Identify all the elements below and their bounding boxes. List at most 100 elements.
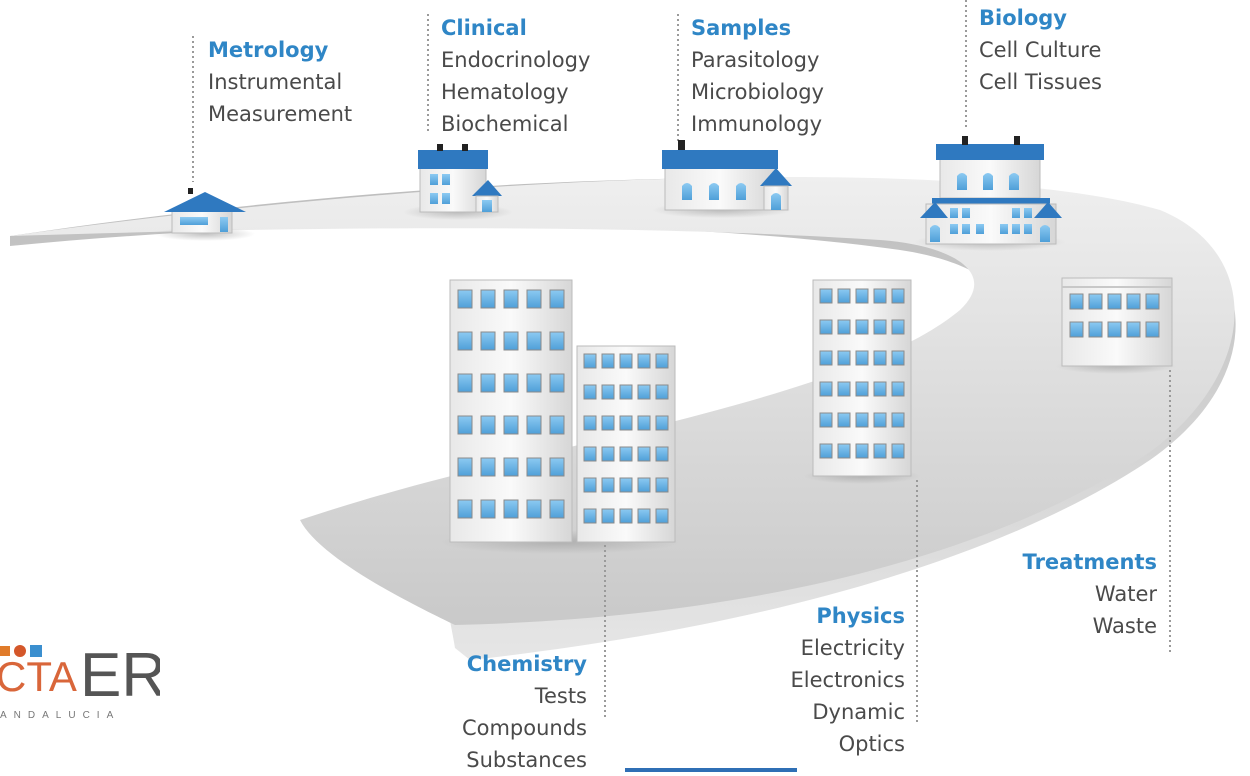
window <box>1088 321 1103 338</box>
bottom-accent-bar <box>625 768 797 772</box>
label-treatments-item: Waste <box>1092 614 1157 638</box>
label-clinical: Clinical Endocrinology Hematology Bioche… <box>441 12 590 140</box>
window <box>1069 293 1084 310</box>
window <box>549 373 565 393</box>
label-samples-item: Immunology <box>691 112 823 136</box>
label-biology-item: Cell Culture <box>979 38 1102 62</box>
road <box>10 176 1236 660</box>
label-samples-item: Parasitology <box>691 48 820 72</box>
window <box>873 412 887 428</box>
window <box>891 288 905 304</box>
label-metrology-item: Measurement <box>208 102 353 126</box>
tower-physics <box>812 279 912 477</box>
window <box>503 457 519 477</box>
window <box>619 415 633 431</box>
window <box>855 319 869 335</box>
window <box>873 288 887 304</box>
window <box>819 288 833 304</box>
window <box>601 384 615 400</box>
window <box>526 373 542 393</box>
building-biology <box>920 136 1062 245</box>
window <box>819 381 833 397</box>
window <box>526 415 542 435</box>
window <box>1145 321 1160 338</box>
window <box>655 446 669 462</box>
window <box>637 353 651 369</box>
window <box>837 443 851 459</box>
window <box>457 457 473 477</box>
label-metrology-item: Instrumental <box>208 70 343 94</box>
window <box>891 319 905 335</box>
window <box>637 508 651 524</box>
window <box>503 331 519 351</box>
label-samples-item: Microbiology <box>691 80 824 104</box>
window <box>526 499 542 519</box>
label-metrology-title: Metrology <box>208 38 329 62</box>
window <box>873 443 887 459</box>
window <box>480 289 496 309</box>
window <box>549 415 565 435</box>
window <box>549 499 565 519</box>
window <box>655 353 669 369</box>
window <box>637 477 651 493</box>
window <box>457 331 473 351</box>
window <box>1069 321 1084 338</box>
window <box>891 443 905 459</box>
window <box>819 350 833 366</box>
window <box>549 331 565 351</box>
window <box>873 319 887 335</box>
window <box>526 331 542 351</box>
window <box>637 384 651 400</box>
window <box>819 319 833 335</box>
window <box>549 457 565 477</box>
window <box>601 353 615 369</box>
window <box>601 415 615 431</box>
logo-subtitle: ANDALUCIA <box>0 710 120 721</box>
window <box>583 446 597 462</box>
window <box>655 415 669 431</box>
window <box>601 477 615 493</box>
house-metrology <box>164 188 246 234</box>
label-treatments-item: Water <box>1094 582 1157 606</box>
label-physics-item: Dynamic <box>812 700 905 724</box>
window <box>619 508 633 524</box>
window <box>1107 293 1122 310</box>
label-biology-item: Cell Tissues <box>979 70 1102 94</box>
window <box>619 477 633 493</box>
window <box>637 446 651 462</box>
tower-chemistry-tall <box>449 279 573 543</box>
label-chemistry-title: Chemistry <box>466 652 587 676</box>
window <box>819 412 833 428</box>
window <box>619 384 633 400</box>
window <box>480 373 496 393</box>
window <box>837 381 851 397</box>
window <box>873 381 887 397</box>
window <box>583 415 597 431</box>
window <box>583 353 597 369</box>
window <box>837 412 851 428</box>
window <box>526 457 542 477</box>
window <box>503 373 519 393</box>
label-clinical-item: Endocrinology <box>441 48 591 72</box>
ctaer-logo: CTA ER ANDALUCIA <box>0 641 160 721</box>
window <box>855 350 869 366</box>
window <box>855 381 869 397</box>
label-clinical-title: Clinical <box>441 16 527 40</box>
building-treatments <box>1061 277 1173 367</box>
label-treatments-title: Treatments <box>1022 550 1157 574</box>
window <box>855 412 869 428</box>
window <box>619 353 633 369</box>
label-samples-title: Samples <box>691 16 792 40</box>
window <box>891 381 905 397</box>
window <box>457 415 473 435</box>
window <box>655 384 669 400</box>
house-clinical <box>418 144 502 213</box>
window <box>457 289 473 309</box>
window <box>1088 293 1103 310</box>
window <box>837 319 851 335</box>
label-physics-item: Electricity <box>800 636 905 660</box>
window <box>526 289 542 309</box>
window <box>1126 293 1141 310</box>
window <box>457 499 473 519</box>
